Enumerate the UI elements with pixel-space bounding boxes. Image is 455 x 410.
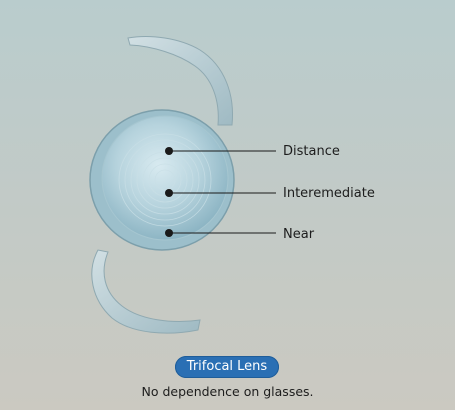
distance-dot bbox=[165, 147, 173, 155]
optic bbox=[101, 115, 229, 241]
trifocal-lens-badge: Trifocal Lens bbox=[175, 356, 279, 378]
lower-haptic bbox=[91, 249, 201, 334]
upper-haptic bbox=[127, 36, 234, 126]
intermediate-label: Interemediate bbox=[283, 186, 375, 201]
intermediate-dot bbox=[165, 189, 173, 197]
distance-label: Distance bbox=[283, 144, 340, 159]
near-dot bbox=[165, 229, 173, 237]
near-label: Near bbox=[283, 227, 315, 242]
caption: No dependence on glasses. bbox=[141, 384, 314, 399]
diffractive-rings bbox=[118, 133, 212, 227]
